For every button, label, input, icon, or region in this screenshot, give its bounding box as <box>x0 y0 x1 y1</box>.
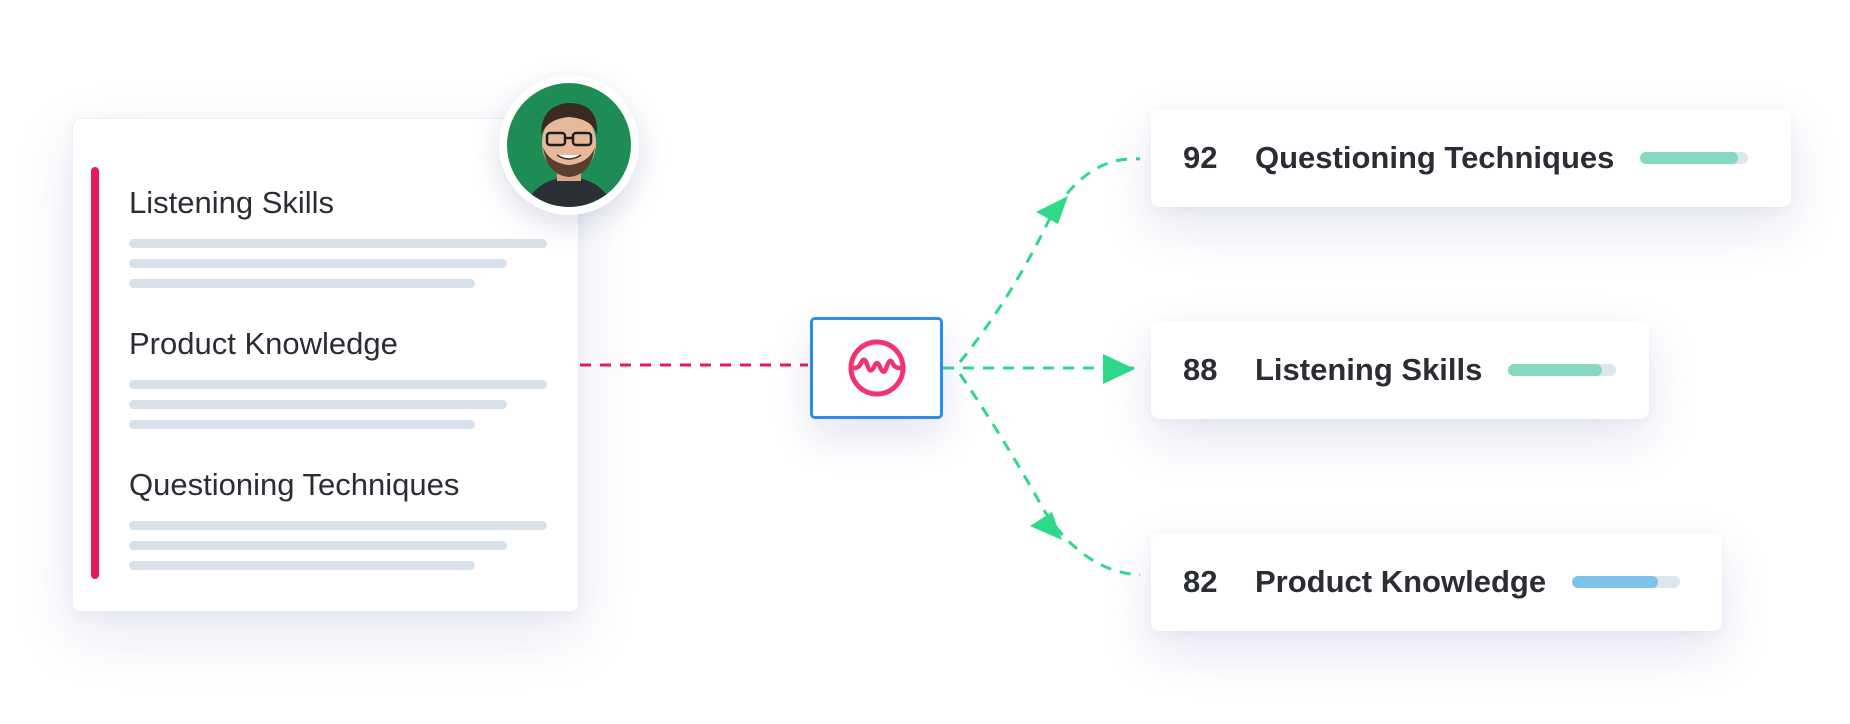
skill-title: Questioning Techniques <box>129 467 460 502</box>
processor-node <box>810 317 943 419</box>
skill-section-listening: Listening Skills <box>129 183 549 288</box>
connector-to-result-3 <box>958 373 1141 577</box>
person-avatar-icon <box>507 83 631 207</box>
placeholder-line <box>129 521 547 530</box>
skill-section-product: Product Knowledge <box>129 324 549 429</box>
placeholder-line <box>129 420 475 429</box>
placeholder-line <box>129 380 547 389</box>
result-label: Product Knowledge <box>1255 564 1547 599</box>
placeholder-line <box>129 561 475 570</box>
arrowhead-up-icon <box>1036 196 1068 224</box>
skill-title: Listening Skills <box>129 185 335 220</box>
score-bar <box>1508 364 1617 376</box>
result-card-listening: 88 Listening Skills <box>1151 321 1649 419</box>
skill-title: Product Knowledge <box>129 326 398 361</box>
placeholder-line <box>129 279 475 288</box>
result-score: 92 <box>1183 140 1218 175</box>
arrowhead-right-icon <box>1103 354 1135 384</box>
placeholder-line <box>129 400 507 409</box>
result-label: Listening Skills <box>1255 352 1483 387</box>
skills-card: Listening Skills Product Knowledge Quest… <box>72 118 579 612</box>
result-score: 88 <box>1183 352 1218 387</box>
placeholder-line <box>129 239 547 248</box>
score-bar-fill <box>1508 364 1603 376</box>
result-card-product: 82 Product Knowledge <box>1151 533 1722 631</box>
connector-to-result-1 <box>958 157 1141 363</box>
skill-section-questioning: Questioning Techniques <box>129 465 549 570</box>
avatar <box>499 75 639 215</box>
score-bar <box>1640 152 1749 164</box>
score-bar-fill <box>1572 576 1659 588</box>
score-bar-fill <box>1640 152 1738 164</box>
score-bar <box>1572 576 1681 588</box>
placeholder-line <box>129 259 507 268</box>
accent-bar <box>91 167 99 579</box>
arrowhead-down-icon <box>1030 512 1062 540</box>
result-card-questioning: 92 Questioning Techniques <box>1151 109 1791 207</box>
waveform-logo-icon <box>848 339 905 397</box>
placeholder-line <box>129 541 507 550</box>
result-label: Questioning Techniques <box>1255 140 1615 175</box>
result-score: 82 <box>1183 564 1218 599</box>
